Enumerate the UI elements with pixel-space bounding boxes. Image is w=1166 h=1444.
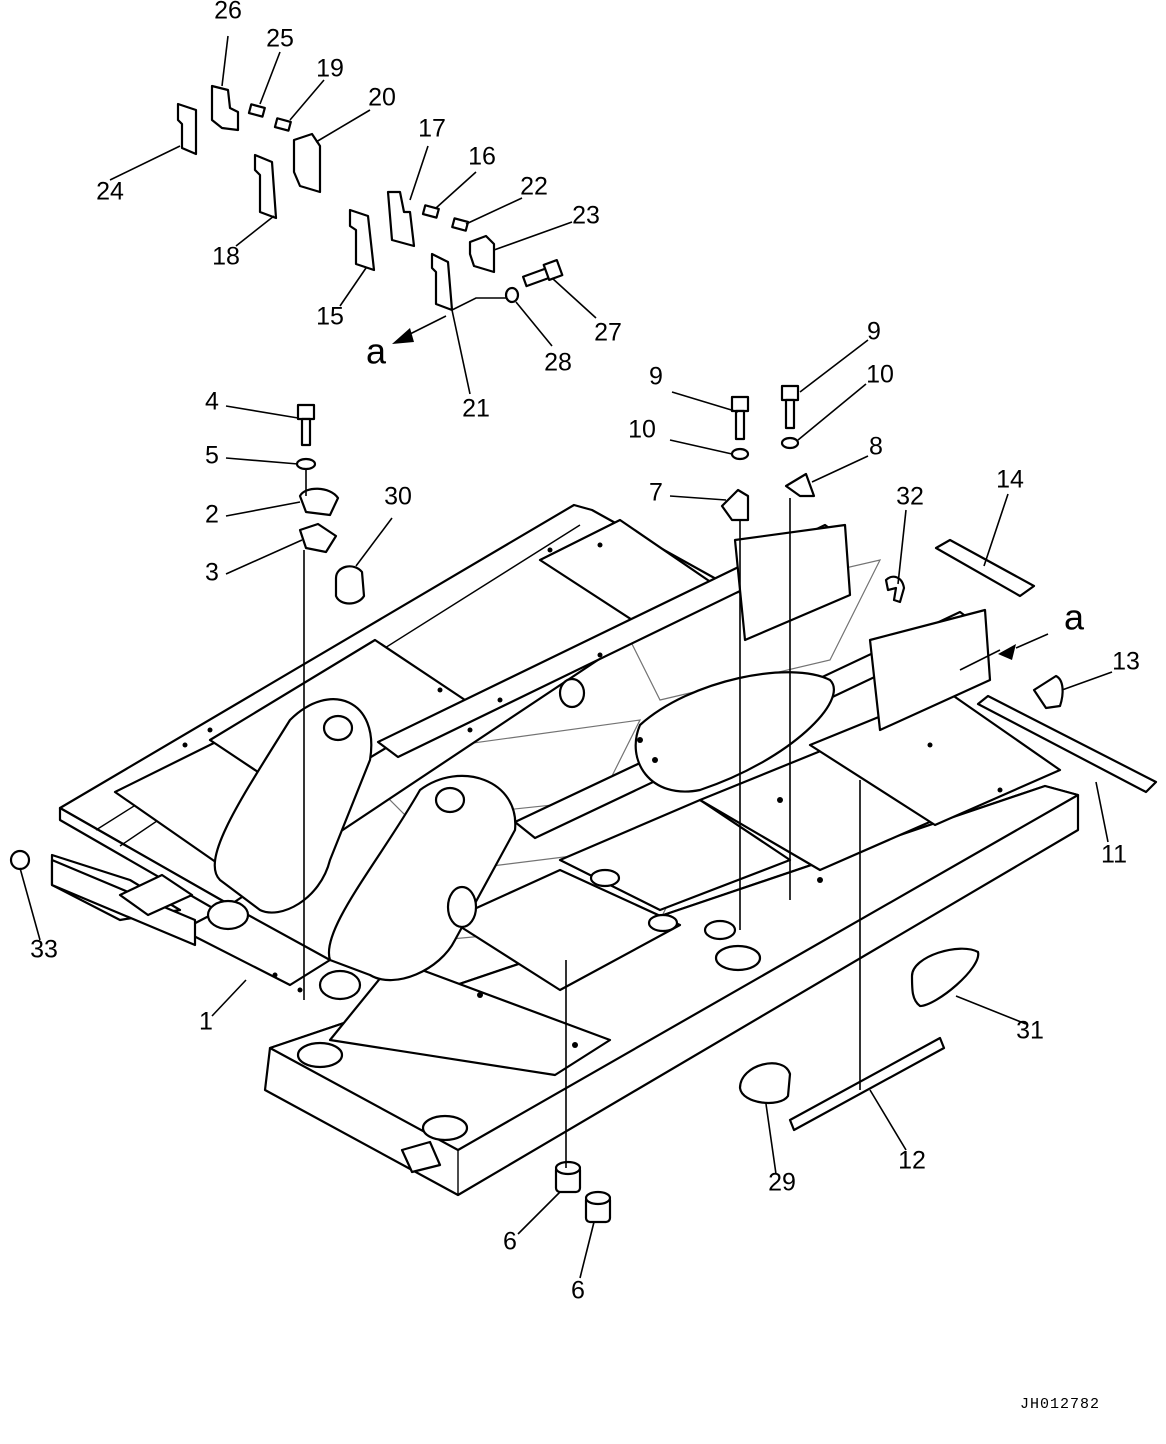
callout-14: 14 <box>996 466 1024 494</box>
leader-lines <box>19 35 1113 1279</box>
part-14 <box>934 538 1036 598</box>
callout-4: 4 <box>205 388 219 416</box>
callout-18: 18 <box>212 243 240 271</box>
callout-9-left: 9 <box>649 363 663 391</box>
callout-7: 7 <box>649 479 663 507</box>
part-6-cap-a <box>554 1160 582 1194</box>
part-22 <box>451 217 470 232</box>
revolving-frame <box>50 503 1080 1197</box>
callout-9-right: 9 <box>867 318 881 346</box>
callout-20: 20 <box>368 84 396 112</box>
upper-cover-parts <box>176 84 564 312</box>
part-18 <box>253 153 278 220</box>
part-26 <box>210 84 240 132</box>
callout-31: 31 <box>1016 1017 1044 1045</box>
part-27-bolt <box>521 258 564 288</box>
part-30 <box>334 565 366 605</box>
part-9-bolt-left <box>730 395 750 441</box>
part-29 <box>738 1062 792 1104</box>
part-3 <box>298 522 338 554</box>
callout-10-left: 10 <box>628 416 656 444</box>
callout-16: 16 <box>468 143 496 171</box>
part-16 <box>421 204 440 219</box>
part-20 <box>292 132 322 194</box>
part-28 <box>504 286 520 304</box>
callout-labels: 26 25 19 20 24 18 17 16 22 23 15 27 28 2… <box>30 0 1140 1305</box>
callout-5: 5 <box>205 442 219 470</box>
cover-bracket-parts <box>9 384 1158 1224</box>
callout-25: 25 <box>266 25 294 53</box>
drawing-reference-id: JH012782 <box>1020 1396 1100 1413</box>
callout-1: 1 <box>199 1008 213 1036</box>
view-marker-a-upper: a <box>366 331 387 372</box>
callout-27: 27 <box>594 319 622 347</box>
part-17 <box>386 190 416 248</box>
callout-28: 28 <box>544 349 572 377</box>
part-12 <box>788 1036 946 1132</box>
part-7 <box>720 488 750 522</box>
callout-26: 26 <box>214 0 242 25</box>
callout-3: 3 <box>205 559 219 587</box>
part-33 <box>9 849 31 871</box>
callout-24: 24 <box>96 178 124 206</box>
part-19 <box>273 117 292 132</box>
callout-11: 11 <box>1101 841 1127 869</box>
callout-15: 15 <box>316 303 344 331</box>
part-11 <box>976 694 1158 794</box>
part-23 <box>468 234 496 274</box>
callout-10-right: 10 <box>866 361 894 389</box>
part-8 <box>784 472 816 498</box>
callout-29: 29 <box>768 1169 796 1197</box>
part-15 <box>348 208 376 272</box>
part-4-bolt <box>296 403 316 447</box>
callout-6-upper: 6 <box>503 1228 517 1256</box>
callout-30: 30 <box>384 483 412 511</box>
part-32 <box>884 575 906 604</box>
part-6-cap-b <box>584 1190 612 1224</box>
part-5 <box>295 457 317 471</box>
part-31 <box>910 947 980 1008</box>
view-marker-a-right: a <box>1064 597 1085 638</box>
callout-33: 33 <box>30 936 58 964</box>
callout-13: 13 <box>1112 648 1140 676</box>
part-9-bolt-right <box>780 384 800 430</box>
callout-32: 32 <box>896 483 924 511</box>
callout-21: 21 <box>462 395 490 423</box>
callout-22: 22 <box>520 173 548 201</box>
part-24 <box>176 102 198 156</box>
part-2 <box>298 487 340 517</box>
callout-2: 2 <box>205 501 219 529</box>
callout-23: 23 <box>572 202 600 230</box>
callout-12: 12 <box>898 1147 926 1175</box>
callout-19: 19 <box>316 55 344 83</box>
part-21 <box>430 252 454 312</box>
part-10-left <box>730 447 750 461</box>
part-25 <box>247 103 266 118</box>
callout-17: 17 <box>418 115 446 143</box>
part-13 <box>1032 674 1064 710</box>
callout-6-lower: 6 <box>571 1277 585 1305</box>
callout-8: 8 <box>869 433 883 461</box>
part-10-right <box>780 436 800 450</box>
